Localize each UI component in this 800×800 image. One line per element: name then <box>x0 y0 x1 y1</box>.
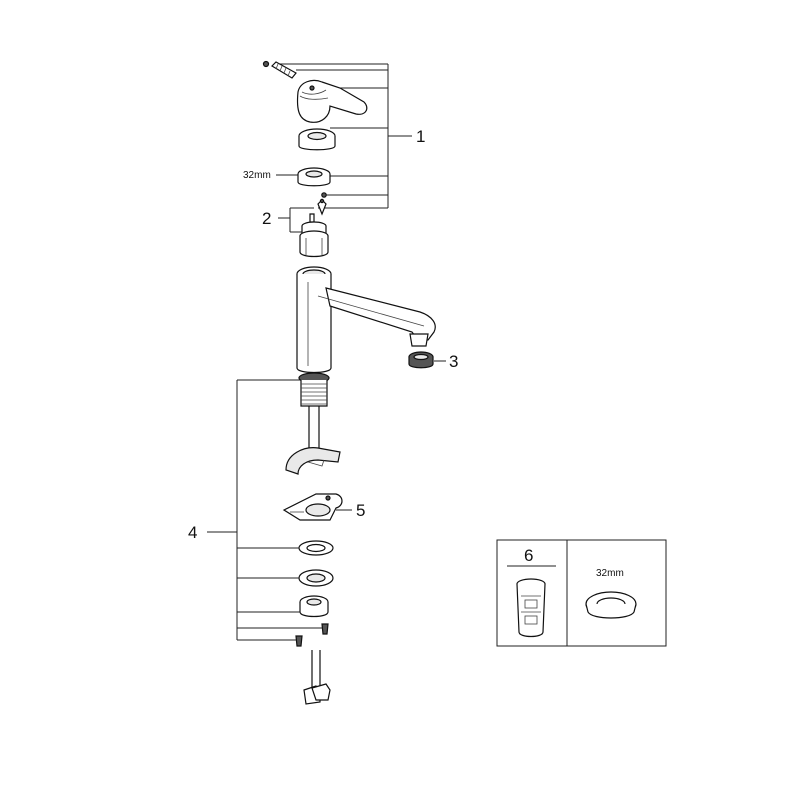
washer-2 <box>298 569 334 587</box>
callout-5-label: 5 <box>356 501 365 520</box>
threaded-shank <box>298 372 330 448</box>
callout-6-label: 6 <box>524 546 533 565</box>
cartridge-screws <box>317 192 327 216</box>
callout-4-bracket <box>207 379 322 641</box>
extension-sleeve <box>516 578 546 638</box>
handle-screw <box>262 60 297 79</box>
inset-seal-size-label: 32mm <box>596 568 624 579</box>
callout-1-label: 1 <box>416 127 425 146</box>
inset-seal-32mm <box>585 591 637 619</box>
callout-1-bracket <box>275 63 412 209</box>
callout-3-label: 3 <box>449 352 458 371</box>
faucet-body <box>296 266 436 374</box>
cartridge <box>299 213 329 258</box>
fixing-screws <box>295 623 329 647</box>
callout-2-label: 2 <box>262 209 271 228</box>
lever-handle <box>296 79 368 123</box>
washer-1 <box>298 540 334 556</box>
seal-size-label: 32mm <box>243 170 271 181</box>
clamp-nut <box>299 595 329 618</box>
supply-hoses <box>303 650 331 705</box>
cap-ring <box>298 128 336 151</box>
c-spacer <box>285 447 341 475</box>
spare-parts-inset <box>496 539 667 647</box>
aerator <box>408 351 434 369</box>
seal-nut-32mm <box>297 167 331 187</box>
callout-4-label: 4 <box>188 523 197 542</box>
mounting-plate <box>282 493 343 521</box>
